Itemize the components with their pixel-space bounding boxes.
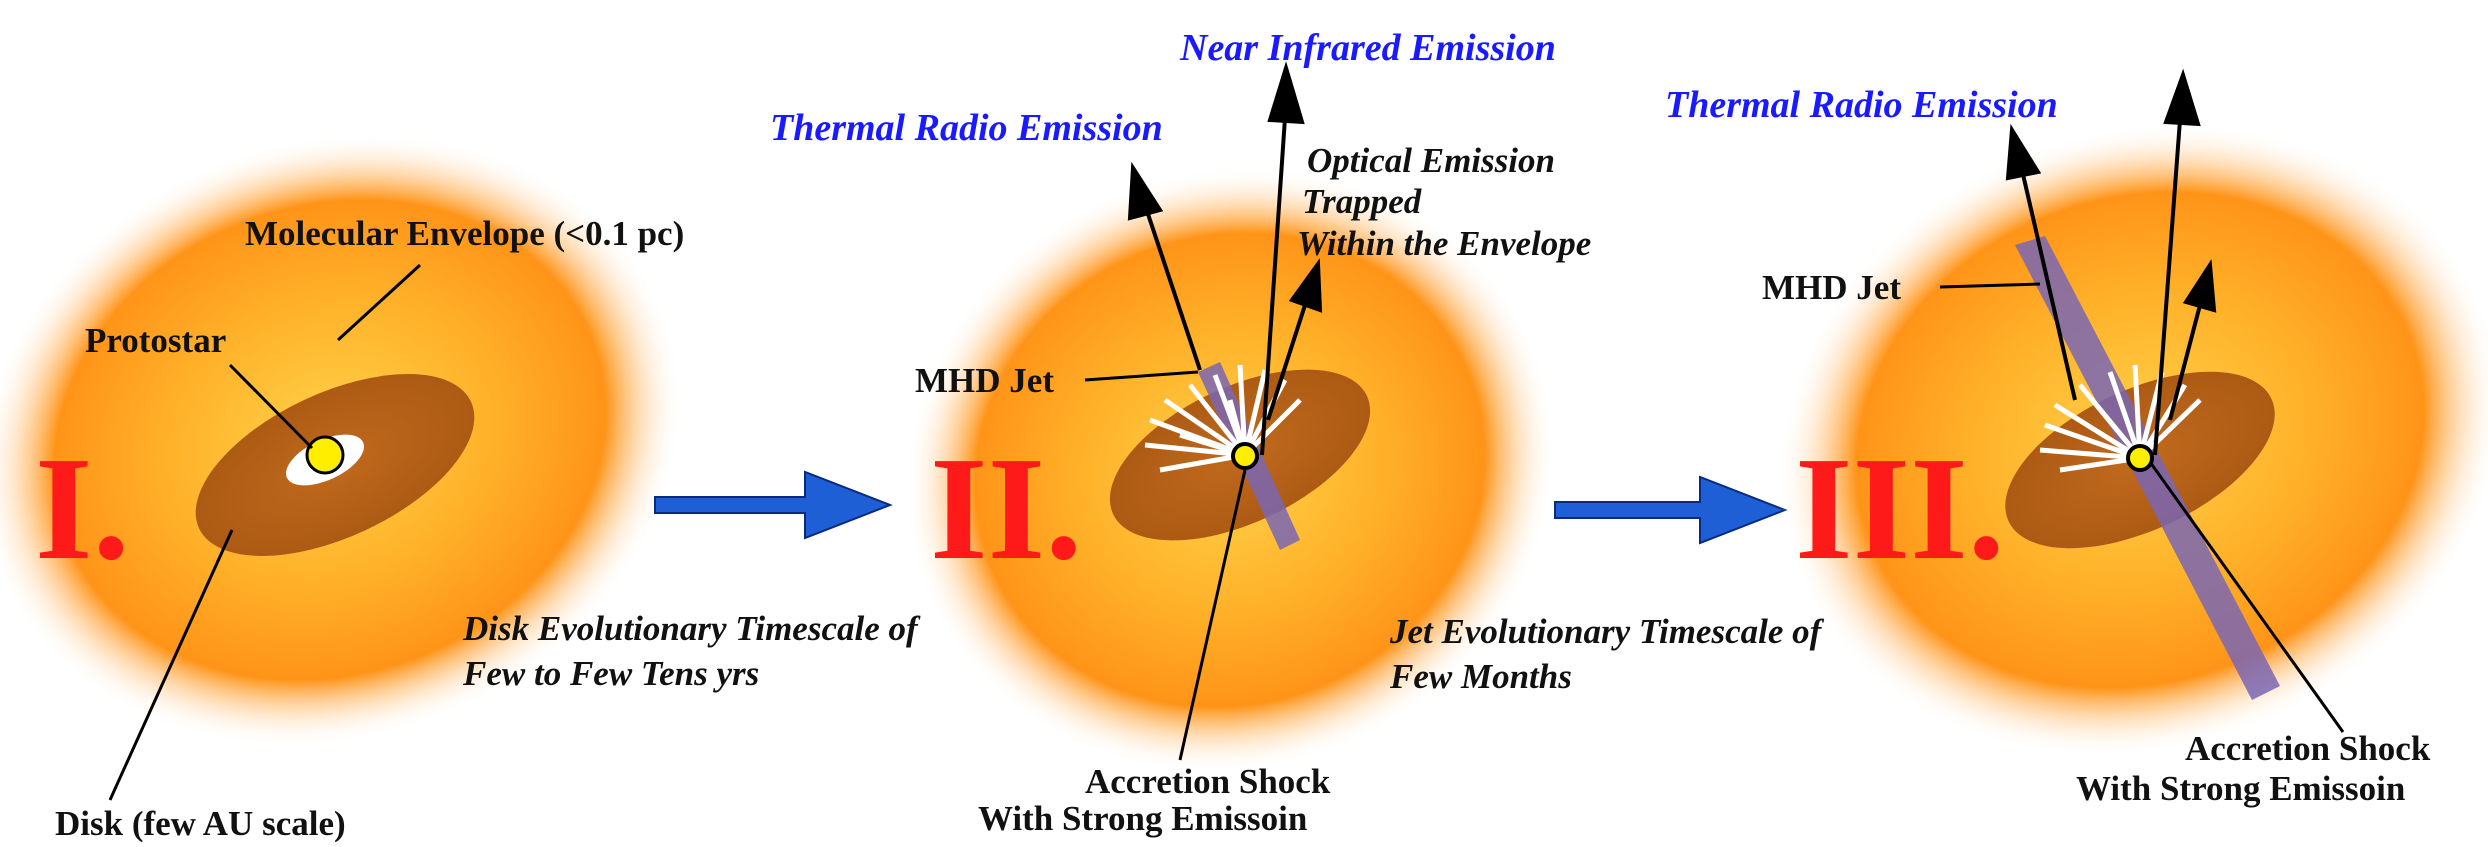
accretion-leader: [1178, 469, 1247, 761]
arrow-shape: [654, 470, 893, 540]
emission-arrows: [2005, 68, 2217, 456]
thermal-radio-label: Thermal Radio Emission: [1665, 84, 2058, 126]
protostar-label: Protostar: [85, 321, 226, 360]
transition-label-2-line1: Jet Evolutionary Timescale of: [1389, 612, 1825, 651]
accretion-shock-label: Accretion Shock: [2185, 729, 2431, 768]
stage-numeral: III.: [1795, 427, 2005, 591]
near-infrared-label: Near Infrared Emission: [1179, 27, 1556, 69]
thermal-radio-label: Thermal Radio Emission: [770, 107, 1163, 149]
transition-label-1-line1: Disk Evolutionary Timescale of: [462, 609, 921, 648]
accretion-shock-label: Accretion Shock: [1085, 762, 1331, 801]
disk-leader: [108, 529, 234, 801]
transition-arrow-1: [654, 470, 893, 540]
protostar-marker: [1231, 442, 1259, 470]
optical-emission-label: Optical Emission: [1307, 141, 1555, 180]
mhd-jet-leader: [1084, 370, 1199, 382]
optical-trapped-label: Trapped: [1302, 182, 1422, 221]
protostar-marker: [2126, 444, 2154, 472]
protostar-leader: [228, 363, 314, 450]
optical-within-label: Within the Envelope: [1297, 224, 1591, 263]
stage-numeral: I.: [35, 427, 130, 591]
accretion-strong-label: With Strong Emissoin: [2076, 769, 2405, 808]
stage-two: II. Near Infrared Emission Thermal Radio…: [770, 27, 1591, 838]
emission-arrows: [1127, 61, 1323, 456]
accretion-strong-label: With Strong Emissoin: [978, 799, 1307, 838]
stage-one: I. Molecular Envelope (<0.1 pc) Protosta…: [0, 132, 684, 843]
accretion-leader: [2148, 461, 2345, 733]
mhd-jet-label: MHD Jet: [915, 361, 1054, 400]
transition-label-2-line2: Few Months: [1389, 657, 1572, 696]
transition-label-1-line2: Few to Few Tens yrs: [462, 654, 759, 693]
envelope-leader: [336, 263, 422, 342]
stage-three: III. Thermal Radio Emission MHD Jet Accr…: [1665, 68, 2488, 808]
protostar-marker: [305, 435, 345, 475]
arrow-shape: [1554, 475, 1788, 545]
mhd-jet-leader: [1939, 282, 2041, 289]
disk-label: Disk (few AU scale): [55, 804, 346, 842]
mhd-jet-label: MHD Jet: [1762, 268, 1901, 307]
stage-numeral: II.: [930, 427, 1082, 591]
transition-arrow-2: [1554, 475, 1788, 545]
envelope-label: Molecular Envelope (<0.1 pc): [245, 214, 684, 253]
